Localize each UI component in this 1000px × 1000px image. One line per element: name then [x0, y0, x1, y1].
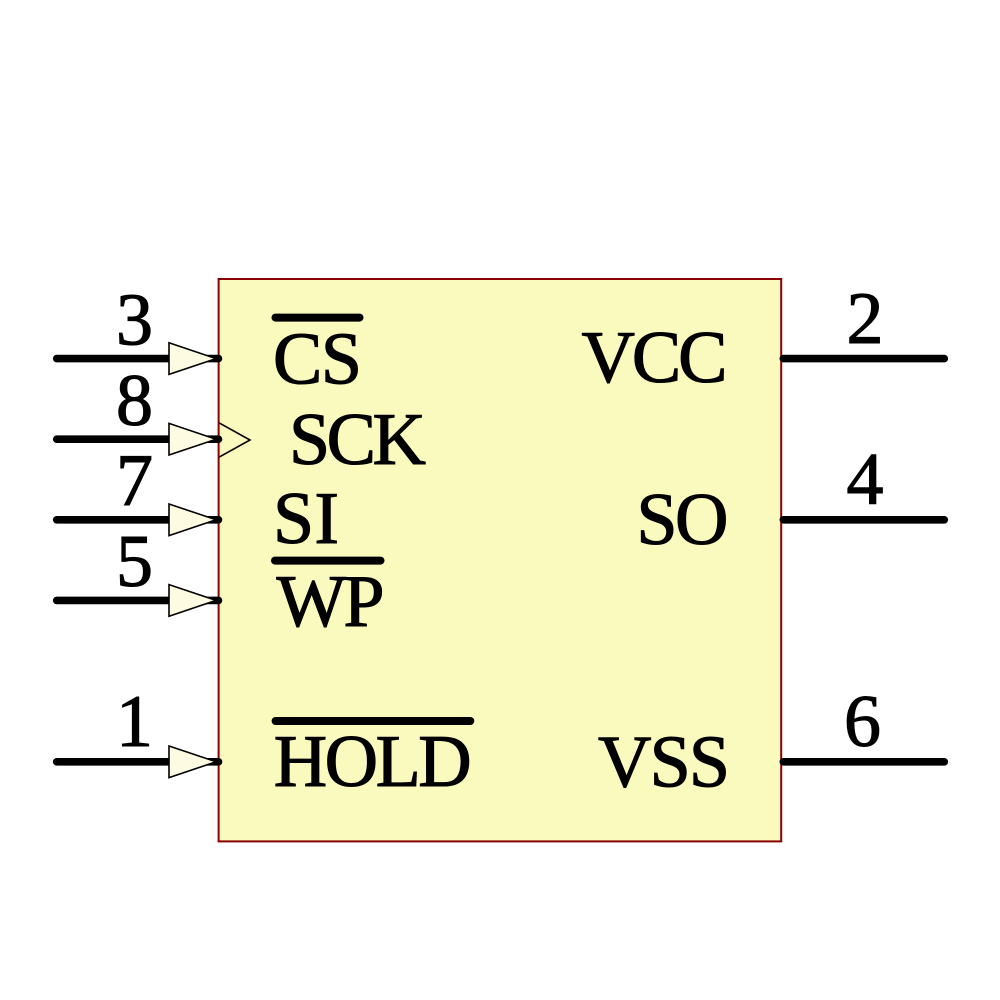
svg-text:SCK: SCK: [289, 399, 426, 481]
svg-text:7: 7: [116, 440, 153, 522]
svg-text:4: 4: [847, 439, 884, 521]
svg-text:1: 1: [116, 681, 153, 763]
svg-text:2: 2: [847, 278, 884, 360]
svg-text:VSS: VSS: [598, 722, 730, 804]
svg-text:3: 3: [116, 279, 153, 361]
svg-text:HOLD: HOLD: [274, 721, 472, 803]
svg-text:SO: SO: [636, 479, 728, 561]
svg-text:CS: CS: [273, 319, 362, 401]
svg-text:6: 6: [844, 681, 881, 763]
svg-text:VCC: VCC: [582, 317, 728, 399]
svg-text:8: 8: [116, 360, 153, 442]
svg-text:SI: SI: [273, 478, 339, 560]
svg-text:WP: WP: [277, 561, 385, 643]
svg-text:5: 5: [116, 521, 153, 603]
